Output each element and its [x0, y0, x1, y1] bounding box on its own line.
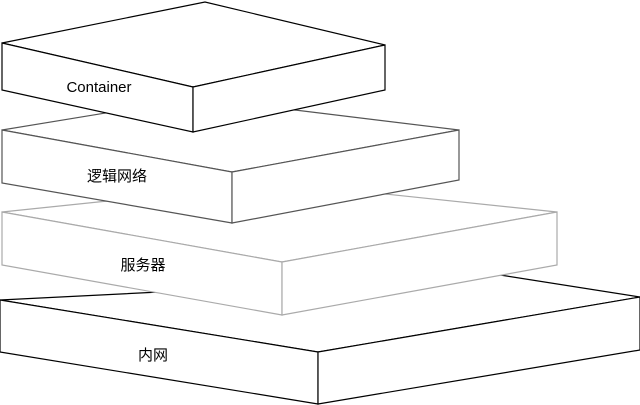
layer-logical-network: 逻辑网络: [1, 97, 460, 224]
layer-container-side-face: [192, 44, 386, 133]
layer-server-side-face: [281, 211, 558, 316]
layer-intranet-label: 内网: [138, 346, 168, 364]
layer-container-label: Container: [66, 79, 131, 96]
layer-intranet: 内网: [0, 274, 640, 405]
layer-container: Container: [1, 1, 386, 133]
layer-server-label: 服务器: [120, 256, 165, 274]
layer-logical-network-side-face: [231, 129, 460, 224]
layer-logical-network-label: 逻辑网络: [87, 167, 147, 185]
layer-intranet-side-face: [317, 296, 640, 405]
layer-server: 服务器: [1, 182, 558, 316]
